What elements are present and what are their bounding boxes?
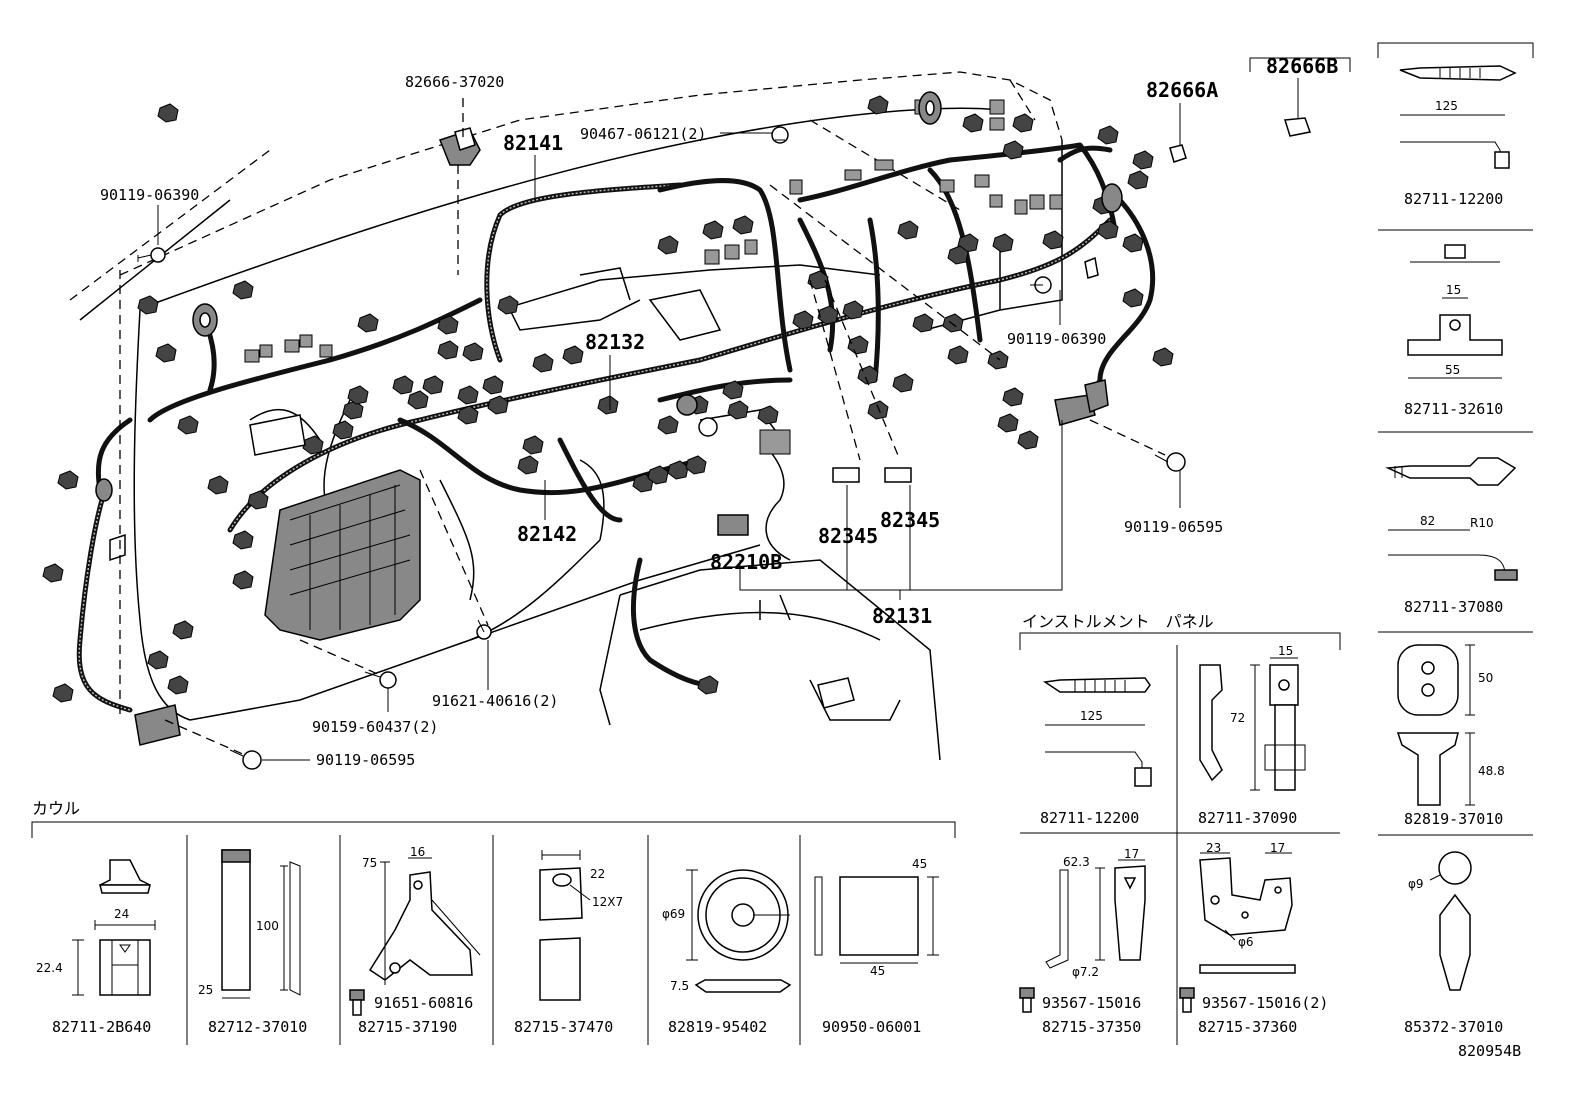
label-90119-06595-right: 90119-06595 <box>1124 518 1223 536</box>
svg-text:82715-37190: 82715-37190 <box>358 1018 457 1036</box>
label-82345-left: 82345 <box>818 524 878 548</box>
svg-text:17: 17 <box>1270 841 1285 855</box>
svg-text:22.4: 22.4 <box>36 961 63 975</box>
svg-text:45: 45 <box>870 964 885 978</box>
panel-part-1: 125 82711-12200 <box>1040 677 1152 827</box>
label-90467-06121: 90467-06121(2) <box>580 125 706 143</box>
panel-part-2: 15 72 82711-37090 <box>1198 644 1306 827</box>
label-82210B: 82210B <box>710 550 782 574</box>
cowl-part-1: 24 22.4 82711-2B640 <box>36 859 156 1036</box>
svg-text:φ7.2: φ7.2 <box>1072 965 1099 979</box>
svg-text:82715-37360: 82715-37360 <box>1198 1018 1297 1036</box>
svg-text:125: 125 <box>1080 709 1103 723</box>
right-part-5: φ9 85372-37010 <box>1404 851 1503 1036</box>
cowl-part-5: φ69 7.5 82819-95402 <box>662 869 792 1036</box>
svg-text:15: 15 <box>1278 644 1293 658</box>
cowl-section: カウル 24 22.4 82711-2B640 100 25 82712-370… <box>31 799 956 1045</box>
svg-text:82715-37470: 82715-37470 <box>514 1018 613 1036</box>
svg-text:23: 23 <box>1206 841 1221 855</box>
svg-text:48.8: 48.8 <box>1478 764 1505 778</box>
svg-text:72: 72 <box>1230 711 1245 725</box>
svg-text:22: 22 <box>590 867 605 881</box>
svg-text:17: 17 <box>1124 847 1139 861</box>
svg-text:15: 15 <box>1446 283 1461 297</box>
svg-text:93567-15016: 93567-15016 <box>1042 994 1141 1012</box>
svg-text:45: 45 <box>912 857 927 871</box>
panel-part-3: 62.3 17 φ7.2 93567-15016 82715-37350 <box>1019 847 1146 1036</box>
right-part-4: 50 48.8 82819-37010 <box>1396 644 1505 828</box>
svg-text:82711-12200: 82711-12200 <box>1040 809 1139 827</box>
svg-text:125: 125 <box>1435 99 1458 113</box>
harness-connectors <box>42 95 1174 703</box>
svg-text:φ69: φ69 <box>662 907 685 921</box>
grommets <box>95 91 1123 502</box>
cowl-part-4: 22 12X7 82715-37470 <box>514 850 623 1036</box>
label-82131: 82131 <box>872 604 932 628</box>
svg-text:16: 16 <box>410 845 425 859</box>
svg-text:62.3: 62.3 <box>1063 855 1090 869</box>
label-91621-40616: 91621-40616(2) <box>432 692 558 710</box>
label-82142: 82142 <box>517 522 577 546</box>
svg-text:82819-95402: 82819-95402 <box>668 1018 767 1036</box>
svg-text:7.5: 7.5 <box>670 979 689 993</box>
wire-harness <box>76 142 1156 713</box>
svg-text:50: 50 <box>1478 671 1493 685</box>
junction-block <box>249 414 421 641</box>
label-90119-06390-left: 90119-06390 <box>100 186 199 204</box>
label-82666-37020: 82666-37020 <box>405 73 504 91</box>
svg-text:85372-37010: 85372-37010 <box>1404 1018 1503 1036</box>
svg-text:25: 25 <box>198 983 213 997</box>
svg-text:75: 75 <box>362 856 377 870</box>
label-90119-06595-left: 90119-06595 <box>316 751 415 769</box>
panel-part-4: 23 17 φ6 93567-15016(2) 82715-37360 <box>1179 841 1328 1036</box>
cowl-part-6: 45 45 90950-06001 <box>814 857 939 1036</box>
part-callouts: 82666-37020 82141 90467-06121(2) 90119-0… <box>100 54 1338 769</box>
svg-text:φ6: φ6 <box>1238 935 1254 949</box>
svg-text:82711-32610: 82711-32610 <box>1404 400 1503 418</box>
svg-text:24: 24 <box>114 907 129 921</box>
svg-text:82: 82 <box>1420 514 1435 528</box>
brackets <box>109 117 1311 746</box>
label-82666A: 82666A <box>1146 78 1218 102</box>
svg-text:91651-60816: 91651-60816 <box>374 994 473 1012</box>
label-82345-right: 82345 <box>880 508 940 532</box>
svg-text:82711-37090: 82711-37090 <box>1198 809 1297 827</box>
svg-text:55: 55 <box>1445 363 1460 377</box>
right-column: 125 82711-12200 15 55 82711-32610 82 R10… <box>1377 42 1534 1060</box>
label-90119-06390-right: 90119-06390 <box>1007 330 1106 348</box>
label-90159-60437: 90159-60437(2) <box>312 718 438 736</box>
svg-text:100: 100 <box>256 919 279 933</box>
svg-text:R10: R10 <box>1470 516 1494 530</box>
instrument-panel-section: インストルメント パネル 125 82711-12200 15 72 82711… <box>1019 612 1341 1045</box>
right-part-2: 15 55 82711-32610 <box>1404 244 1503 418</box>
svg-text:82711-2B640: 82711-2B640 <box>52 1018 151 1036</box>
cowl-part-3: 75 16 91651-60816 82715-37190 <box>349 845 481 1036</box>
instrument-panel-title: インストルメント パネル <box>1022 612 1214 631</box>
svg-text:φ9: φ9 <box>1408 877 1424 891</box>
svg-text:82712-37010: 82712-37010 <box>208 1018 307 1036</box>
cowl-title: カウル <box>32 799 80 818</box>
leader-lines <box>119 57 1351 761</box>
cowl-part-2: 100 25 82712-37010 <box>198 849 307 1036</box>
svg-text:93567-15016(2): 93567-15016(2) <box>1202 994 1328 1012</box>
label-82666B: 82666B <box>1266 54 1338 78</box>
svg-text:12X7: 12X7 <box>592 895 623 909</box>
diagram-code: 820954B <box>1458 1042 1521 1060</box>
svg-text:82711-12200: 82711-12200 <box>1404 190 1503 208</box>
svg-text:82819-37010: 82819-37010 <box>1404 810 1503 828</box>
right-part-1: 125 82711-12200 <box>1399 65 1517 208</box>
label-82132: 82132 <box>585 330 645 354</box>
dashboard-outline <box>69 71 1063 761</box>
svg-text:82715-37350: 82715-37350 <box>1042 1018 1141 1036</box>
svg-text:90950-06001: 90950-06001 <box>822 1018 921 1036</box>
svg-text:82711-37080: 82711-37080 <box>1404 598 1503 616</box>
right-part-3: 82 R10 82711-37080 <box>1385 457 1518 616</box>
label-82141: 82141 <box>503 131 563 155</box>
